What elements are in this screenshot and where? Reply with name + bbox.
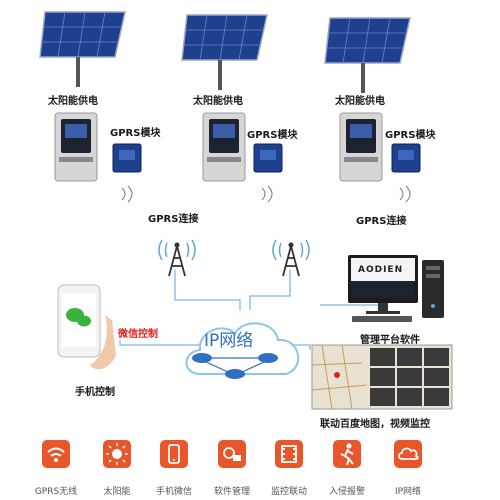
- sun-icon: [103, 440, 131, 468]
- gprs-module-1: [112, 143, 142, 173]
- phone-icon: [160, 440, 188, 468]
- controller-box-1: [54, 112, 98, 182]
- monitor-label: 联动百度地图，视频监控: [320, 419, 430, 430]
- feature-label-gprs: GPRS无线: [34, 487, 78, 497]
- gprs-module-3: [391, 143, 421, 173]
- panel-label-2: 太阳能供电: [193, 96, 243, 107]
- gprs-module-2: [253, 143, 283, 173]
- monitor-screen-text: AODIEN: [358, 265, 404, 275]
- phone-control-label: 手机控制: [75, 387, 115, 398]
- module-label-1: GPRS模块: [110, 128, 161, 139]
- panel-label-3: 太阳能供电: [335, 96, 385, 107]
- solar-panel-3: [324, 17, 411, 93]
- gprs-connect-left: GPRS连接: [148, 214, 199, 225]
- platform-software-label: 管理平台软件: [360, 335, 420, 346]
- panel-label-1: 太阳能供电: [48, 96, 98, 107]
- phone-in-hand: [57, 284, 116, 370]
- network-label: IP网络: [204, 331, 254, 351]
- feature-label-alarm: 入侵报警: [328, 487, 365, 497]
- film-icon: [275, 440, 303, 468]
- signal-waves: [121, 185, 411, 203]
- tower-icon-right: [272, 239, 310, 277]
- feature-label-video: 监控联动: [270, 487, 307, 497]
- cloud-icon: [394, 440, 422, 468]
- feature-label-ip: IP网络: [394, 487, 422, 497]
- pc-tower-icon: [422, 260, 444, 318]
- wifi-icon: [42, 440, 70, 468]
- monitor-icon: [348, 255, 418, 322]
- module-label-3: GPRS模块: [385, 130, 436, 141]
- solar-panel-2: [181, 14, 268, 90]
- feature-label-software: 软件管理: [213, 487, 250, 497]
- intruder-icon: [333, 440, 361, 468]
- module-label-2: GPRS模块: [247, 130, 298, 141]
- gprs-connect-right: GPRS连接: [356, 216, 407, 227]
- software-icon: [218, 440, 246, 468]
- tower-icon-left: [158, 239, 196, 277]
- controller-box-3: [339, 112, 383, 182]
- wechat-label: 微信控制: [118, 329, 158, 340]
- map-video-screen: [311, 344, 453, 410]
- ip-network-cloud: [185, 322, 300, 379]
- feature-label-solar: 太阳能: [103, 487, 131, 497]
- feature-label-phone: 手机微信: [155, 487, 192, 497]
- solar-panel-1: [39, 11, 126, 87]
- controller-box-2: [202, 112, 246, 182]
